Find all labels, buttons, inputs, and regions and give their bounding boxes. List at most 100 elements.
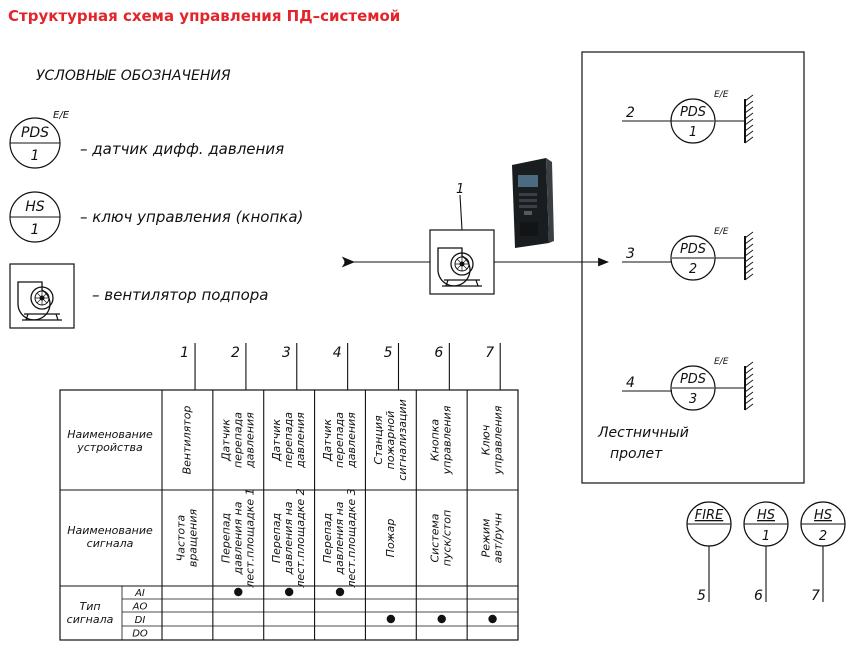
fan-icon xyxy=(9,263,75,329)
device-name-col-5-line: сигнализации xyxy=(396,399,409,480)
signal-name-col-1-line: Частота xyxy=(174,514,187,561)
signal-name-col-4-line: Перепад xyxy=(321,513,334,563)
frequency-drive-icon xyxy=(512,158,554,248)
control-devices: FIRE 5 HS 1 6 HS 2 7 xyxy=(686,501,846,604)
legend: УСЛОВНЫЕ ОБОЗНАЧЕНИЯ PDS 1 E/E – датчик … xyxy=(9,68,303,329)
column-number: 1 xyxy=(180,345,189,361)
device-name-col-4-line: перепада xyxy=(333,412,346,468)
fire-tag: FIRE xyxy=(695,508,724,523)
hs2-line-label: 7 xyxy=(811,588,820,604)
legend-pds-text: – датчик дифф. давления xyxy=(80,140,284,158)
staircase-label-line2: пролет xyxy=(610,446,663,462)
legend-pds-num: 1 xyxy=(31,148,40,164)
sensor-1-line-label: 2 xyxy=(626,105,635,121)
sensor-2-sup: E/E xyxy=(714,227,729,237)
wall-hatch-icon xyxy=(744,361,754,411)
sensor-1-num: 1 xyxy=(689,125,697,140)
supply-fan-icon xyxy=(429,229,495,295)
row-header-device-2: устройства xyxy=(76,441,143,454)
signal-type-ai: AI xyxy=(134,588,145,599)
signal-name-col-3-line: Перепад xyxy=(270,513,283,563)
legend-item-pds: PDS 1 E/E – датчик дифф. давления xyxy=(9,110,284,169)
signal-table: Наименование устройства Наименование сиг… xyxy=(59,343,519,641)
sensor-1-sup: E/E xyxy=(714,90,729,100)
hs1-num: 1 xyxy=(762,529,770,544)
device-name-col-2-line: Датчик xyxy=(219,419,232,462)
signal-name-col-1-line: вращения xyxy=(186,508,199,567)
sensor-pds-1: 2 PDS 1 E/E xyxy=(622,90,754,144)
column-number: 5 xyxy=(384,345,393,361)
device-name-col-3-line: перепада xyxy=(282,412,295,468)
column-number: 2 xyxy=(231,345,240,361)
sensor-3-tag: PDS xyxy=(680,372,706,387)
legend-hs-num: 1 xyxy=(31,222,40,238)
hs2-tag: HS xyxy=(814,508,832,523)
column-number: 3 xyxy=(282,345,291,361)
signal-name-col-2-line: лест.площадке 1 xyxy=(243,488,256,588)
sensor-3-sup: E/E xyxy=(714,357,729,367)
signal-name-col-7-line: авт/ручн xyxy=(492,513,505,564)
wall-hatch-icon xyxy=(744,94,754,144)
signal-name-col-4-line: лест.площадке 3 xyxy=(345,488,358,588)
legend-item-hs: HS 1 – ключ управления (кнопка) xyxy=(9,191,303,243)
device-name-col-2-line: давления xyxy=(243,412,256,469)
legend-fan-text: – вентилятор подпора xyxy=(92,286,269,304)
staircase-label-line1: Лестничный xyxy=(597,425,689,441)
fire-alarm-control: FIRE 5 xyxy=(686,501,732,604)
sensor-2-num: 2 xyxy=(689,262,697,277)
signal-name-col-4-line: давления на xyxy=(333,501,346,575)
device-name-col-1: Вентилятор xyxy=(180,406,193,475)
sensor-pds-2: 3 PDS 2 E/E xyxy=(622,227,754,281)
sensor-pds-3: 4 PDS 3 E/E xyxy=(622,357,754,411)
device-name-col-7-line: Ключ xyxy=(480,424,493,455)
signal-name-col-2-line: давления на xyxy=(231,501,244,575)
sensor-3-num: 3 xyxy=(689,392,697,407)
device-name-col-6-line: управления xyxy=(441,405,454,475)
fan-callout-label: 1 xyxy=(456,182,464,197)
sensor-1-tag: PDS xyxy=(680,105,706,120)
device-name-col-3-line: давления xyxy=(294,412,307,469)
signal-name-col-7-line: Режим xyxy=(480,519,493,558)
fire-line-label: 5 xyxy=(697,588,706,604)
hs-1-control: HS 1 6 xyxy=(743,501,789,604)
legend-heading: УСЛОВНЫЕ ОБОЗНАЧЕНИЯ xyxy=(36,68,231,84)
device-name-col-4-line: давления xyxy=(345,412,358,469)
hs-2-control: HS 2 7 xyxy=(800,501,846,604)
signal-mark-ai-4 xyxy=(335,587,345,597)
signal-type-do: DO xyxy=(132,629,148,640)
signal-name-col-3-line: давления на xyxy=(282,501,295,575)
device-name-col-5-line: пожарной xyxy=(384,411,397,470)
hs2-num: 2 xyxy=(819,529,827,544)
sensor-3-line-label: 4 xyxy=(626,375,635,391)
sensor-2-line-label: 3 xyxy=(626,246,635,262)
legend-hs-text: – ключ управления (кнопка) xyxy=(80,208,303,226)
signal-type-ao: AO xyxy=(132,602,148,613)
signal-name-col-6-line: Система xyxy=(429,513,442,562)
device-name-col-1-line: Вентилятор xyxy=(180,406,193,475)
sensor-2-tag: PDS xyxy=(680,242,706,257)
row-header-device-1: Наименование xyxy=(67,428,153,441)
legend-pds-sup: E/E xyxy=(53,110,70,121)
row-header-signal-2: сигнала xyxy=(87,537,134,550)
signal-name-col-6-line: пуск/стоп xyxy=(441,510,454,566)
wall-hatch-icon xyxy=(744,231,754,281)
column-number: 7 xyxy=(485,345,494,361)
signal-mark-ai-3 xyxy=(284,587,294,597)
device-name-col-2-line: перепада xyxy=(231,412,244,468)
row-header-type-2: сигнала xyxy=(67,613,114,626)
row-header-type-1: Тип xyxy=(79,600,100,613)
staircase-frame xyxy=(581,51,805,484)
signal-type-di: DI xyxy=(135,615,146,626)
legend-hs-tag: HS xyxy=(25,199,45,215)
signal-mark-ai-2 xyxy=(234,587,243,597)
